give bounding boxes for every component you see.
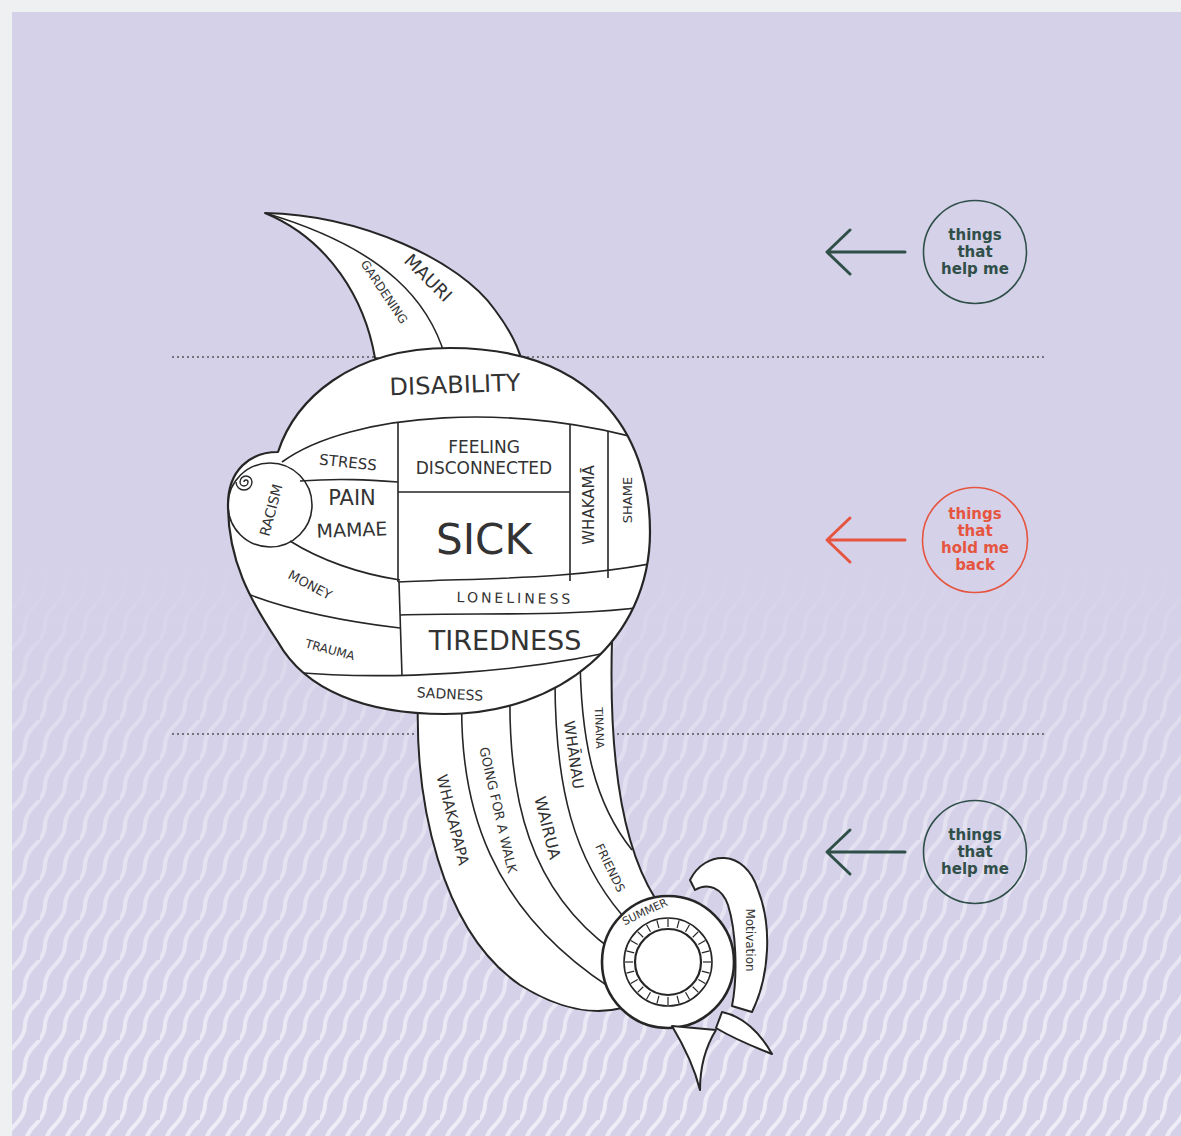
shape-label: RACISM [257,482,284,537]
shape-label: TIREDNESS [429,627,582,654]
sun-tick [698,941,705,945]
callout-circle: things that help me [922,799,1028,905]
band-line [398,491,570,493]
sun-tick [677,920,679,928]
tail-band-line [580,650,632,850]
sun-ticks [625,919,711,1005]
sun-tick [625,961,633,962]
body-bands [228,417,660,676]
shape-label: WHAKAMĀ [582,465,597,544]
horn-band-line [265,213,445,356]
sun-tick [702,971,710,973]
lavender-ground [12,12,1181,1136]
sun-tick [631,980,638,984]
sun-tick [626,971,634,973]
shape-label: MAURI [401,251,455,305]
band-line [398,562,660,582]
shape-label: FRIENDS [593,842,627,894]
shape-label: LONELINESS [457,590,574,606]
sun-tick [702,951,710,953]
shape-label: Motivation [744,908,756,971]
shape-label: SHAME [621,477,634,523]
arrow [827,518,905,562]
sun-core [635,929,701,995]
sun-tick [657,920,659,928]
sun-tick [686,992,690,999]
sun-tick [677,996,679,1004]
bird-figure [228,213,772,1090]
shape-label: GOING FOR A WALK [477,746,519,874]
shape-label: TRAUMA [304,638,356,663]
sun-tick [647,925,651,932]
sun-tick [638,987,644,993]
band-line [569,425,571,581]
shape-label: MAMAE [316,519,387,540]
arrow [827,830,905,874]
arrow [827,230,905,274]
shape-label: WHĀNAU [561,720,585,790]
shape-label: PAIN [328,488,376,509]
circle-border [923,488,1028,593]
sun-tick [626,951,634,953]
sun-tick [638,932,644,938]
shape-label: TINANA [593,707,605,749]
sun-tick [693,932,699,938]
feather-leaf [690,858,767,1012]
shape-label: SADNESS [416,685,483,702]
sun-tick [693,987,699,993]
sun-tick [667,997,668,1005]
callout-text: things that help me [940,827,1010,878]
leaf [672,1026,716,1090]
band-line [399,582,402,676]
circle-border [924,201,1027,304]
shape-label: GARDENING [358,258,409,326]
shape-label: WAIRUA [531,795,562,861]
callout-arrows [827,230,905,874]
spiral-ring [228,463,312,547]
sun-tick [667,919,668,927]
sun-tick [698,980,705,984]
horn-shape [265,213,522,372]
band-line [300,479,398,482]
band-line [397,423,399,582]
sun-tick [631,941,638,945]
callout-circle: things that help me [922,199,1028,305]
shape-label: SICK [436,519,532,561]
band-line [290,541,400,580]
sun-tick [686,925,690,932]
sun-disc [602,896,734,1028]
divider-dotted [172,356,1045,357]
leaf [716,1012,772,1054]
callout-circle: things that hold me back [921,486,1029,594]
sun-tick [647,992,651,999]
shape-label: STRESS [319,453,378,474]
sun-tick [703,961,711,962]
callout-text: things that hold me back [940,506,1010,574]
band-line [400,605,660,615]
shape-label: WHAKAPAPA [433,773,470,867]
callout-text: things that help me [940,227,1010,278]
band-line [607,431,609,578]
tail-band-line [510,690,612,950]
sun-ring [624,918,712,1006]
shape-label: MONEY [286,568,334,602]
spiral [236,476,252,490]
shape-label: DISABILITY [389,371,521,400]
shape-label: SUMMER [621,897,670,928]
sun-tick [657,996,659,1004]
circle-border [924,801,1027,904]
body-shape [228,348,650,714]
shape-label: FEELING DISCONNECTED [400,437,568,480]
